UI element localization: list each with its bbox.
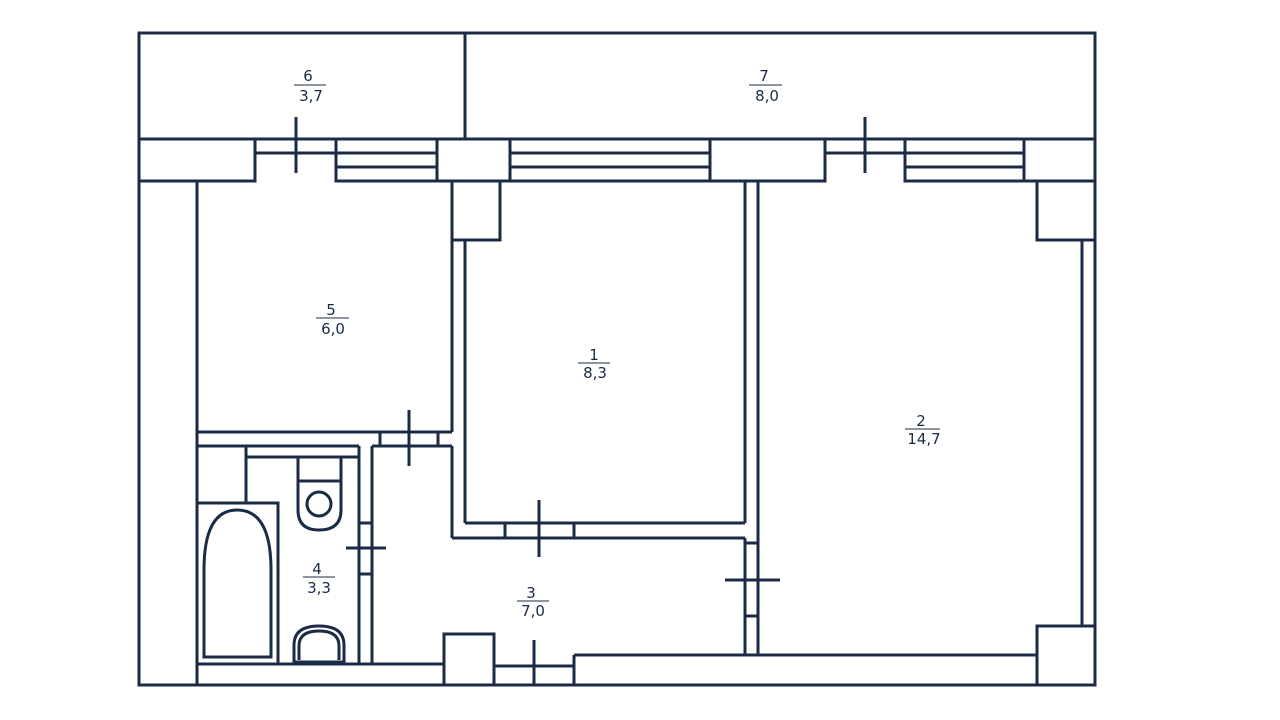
svg-text:14,7: 14,7 bbox=[907, 430, 940, 448]
room-label-2: 2 14,7 bbox=[905, 412, 941, 448]
svg-text:3: 3 bbox=[526, 584, 536, 602]
room-label-1: 1 8,3 bbox=[578, 346, 610, 382]
sink-icon bbox=[292, 624, 346, 664]
svg-text:8,0: 8,0 bbox=[755, 87, 779, 105]
room-label-5: 5 6,0 bbox=[316, 301, 349, 338]
door-swing-marks bbox=[294, 117, 867, 685]
svg-text:8,3: 8,3 bbox=[583, 364, 607, 382]
svg-text:6,0: 6,0 bbox=[321, 320, 345, 338]
svg-text:3,7: 3,7 bbox=[299, 87, 323, 105]
walls bbox=[137, 31, 1097, 687]
svg-text:7,0: 7,0 bbox=[521, 602, 545, 620]
svg-text:1: 1 bbox=[589, 346, 599, 364]
svg-text:7: 7 bbox=[759, 67, 769, 85]
toilet-icon bbox=[296, 455, 343, 532]
room-label-3: 3 7,0 bbox=[517, 584, 549, 620]
svg-text:2: 2 bbox=[916, 412, 926, 430]
svg-text:5: 5 bbox=[326, 301, 336, 319]
svg-text:6: 6 bbox=[303, 67, 313, 85]
svg-text:3,3: 3,3 bbox=[307, 579, 331, 597]
room-label-4: 4 3,3 bbox=[303, 560, 335, 597]
room-label-7: 7 8,0 bbox=[749, 67, 782, 105]
svg-text:4: 4 bbox=[312, 560, 322, 578]
bathtub-icon bbox=[195, 501, 280, 666]
room-label-6: 6 3,7 bbox=[294, 67, 326, 105]
